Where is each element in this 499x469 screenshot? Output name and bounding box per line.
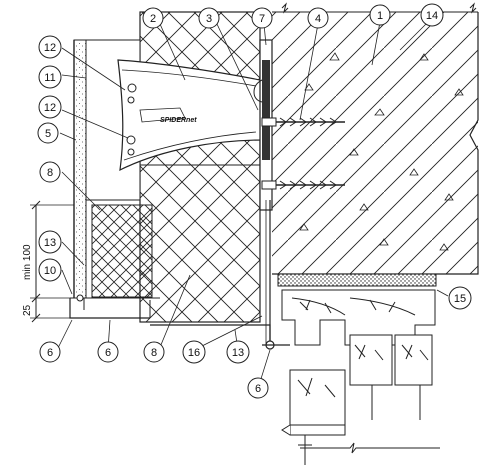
- callout-8-left-label: 8: [47, 167, 53, 179]
- callout-2: 2: [142, 7, 164, 29]
- dimension-gap-label: 25: [22, 304, 33, 316]
- callout-14-label: 14: [426, 10, 438, 22]
- callout-5-label: 5: [45, 128, 51, 140]
- callout-13-bottom: 13: [226, 340, 250, 364]
- mineral-wool-lower: [91, 204, 153, 298]
- callout-15-label: 15: [454, 293, 466, 305]
- callout-12-lower-label: 12: [44, 102, 56, 114]
- callout-6-mid: 6: [97, 341, 119, 363]
- callout-13-left-label: 13: [44, 237, 56, 249]
- callout-11: 11: [38, 65, 62, 89]
- dimension-25: 25: [22, 298, 70, 323]
- break-line-top: [281, 2, 477, 14]
- callout-6-mid-label: 6: [105, 347, 111, 359]
- mounting-bracket: SPIDERnet: [117, 59, 263, 172]
- callout-12-upper: 12: [38, 35, 62, 59]
- callout-8-bottom-label: 8: [151, 347, 157, 359]
- callout-6-left: 6: [39, 341, 61, 363]
- callout-5: 5: [37, 122, 59, 144]
- leader-lines: [55, 21, 449, 383]
- callout-16-label: 16: [188, 347, 200, 359]
- callouts: 1 2 3 7 4 14 12 11 12 5 8 13 10 15 6 6 8…: [37, 3, 472, 399]
- vertical-rail: [265, 200, 271, 345]
- callout-6-bottom: 6: [247, 377, 269, 399]
- callout-12-upper-label: 12: [44, 42, 56, 54]
- dimension-min-label: min 100: [22, 244, 33, 280]
- callout-10-label: 10: [44, 265, 56, 277]
- callout-8-left: 8: [39, 161, 61, 183]
- brand-mark: SPIDERnet: [160, 117, 197, 124]
- break-line-bottom: [300, 442, 440, 454]
- callout-3: 3: [198, 7, 220, 29]
- callout-15: 15: [448, 286, 472, 310]
- concrete-wall: [272, 11, 479, 275]
- callout-7-label: 7: [259, 13, 265, 25]
- callout-4: 4: [307, 7, 329, 29]
- callout-1: 1: [369, 4, 391, 26]
- callout-12-lower: 12: [38, 95, 62, 119]
- callout-14: 14: [420, 3, 444, 27]
- callout-1-label: 1: [377, 10, 383, 22]
- callout-16: 16: [182, 340, 206, 364]
- thermal-insulation: [139, 11, 261, 323]
- callout-6-bottom-label: 6: [255, 383, 261, 395]
- callout-2-label: 2: [150, 13, 156, 25]
- callout-11-label: 11: [44, 72, 55, 84]
- anchor-dowel-upper: [261, 117, 345, 127]
- anchor-dowel-lower: [261, 180, 345, 190]
- callout-8-bottom: 8: [143, 341, 165, 363]
- callout-4-label: 4: [315, 13, 321, 25]
- callout-13-bottom-label: 13: [232, 347, 244, 359]
- callout-10: 10: [38, 258, 62, 282]
- callout-13-left: 13: [38, 230, 62, 254]
- callout-3-label: 3: [206, 13, 212, 25]
- lintel-seal-strip: [277, 273, 437, 287]
- callout-6-left-label: 6: [47, 347, 53, 359]
- window-frame: [281, 289, 436, 465]
- callout-7: 7: [251, 7, 273, 29]
